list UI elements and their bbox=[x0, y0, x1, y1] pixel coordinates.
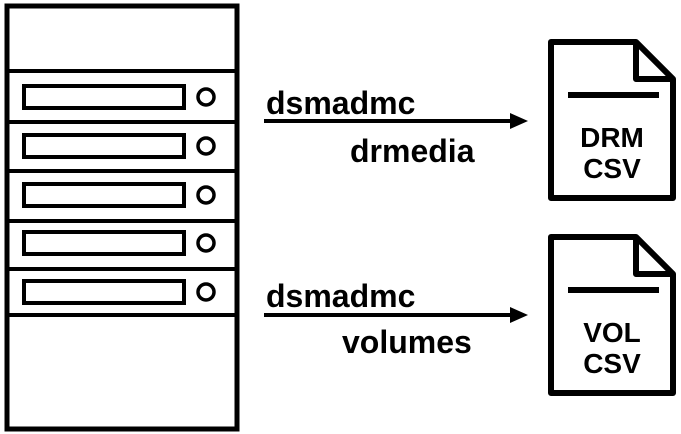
doc-label-line1: VOL bbox=[583, 317, 641, 348]
argument-label-2: volumes bbox=[342, 324, 472, 360]
argument-label-1: drmedia bbox=[350, 133, 475, 169]
csv-document-icon: DRM CSV bbox=[548, 39, 676, 201]
csv-document-icon: VOL CSV bbox=[548, 234, 676, 396]
drive-led-icon bbox=[196, 233, 216, 253]
drive-led-icon bbox=[196, 87, 216, 107]
server-rack-icon bbox=[4, 3, 240, 432]
rack-frame bbox=[4, 3, 240, 432]
doc-label-line1: DRM bbox=[580, 122, 644, 153]
drive-led-icon bbox=[196, 282, 216, 302]
drive-bay-3 bbox=[22, 182, 216, 208]
drive-bay-5 bbox=[22, 279, 216, 305]
flow-drmedia: dsmadmc drmedia DRM CSV bbox=[264, 39, 676, 201]
drive-bay-4 bbox=[22, 230, 216, 256]
doc-label-line2: CSV bbox=[583, 153, 641, 184]
drive-bay-1 bbox=[22, 84, 216, 110]
command-label-2: dsmadmc bbox=[266, 278, 415, 314]
drive-bay-2 bbox=[22, 133, 216, 159]
right-arrow-icon bbox=[264, 307, 528, 323]
drive-led-icon bbox=[196, 185, 216, 205]
drive-led-icon bbox=[196, 136, 216, 156]
right-arrow-icon bbox=[264, 113, 528, 129]
doc-label-line2: CSV bbox=[583, 348, 641, 379]
flow-volumes: dsmadmc volumes VOL CSV bbox=[264, 234, 676, 396]
command-label-1: dsmadmc bbox=[266, 85, 415, 121]
